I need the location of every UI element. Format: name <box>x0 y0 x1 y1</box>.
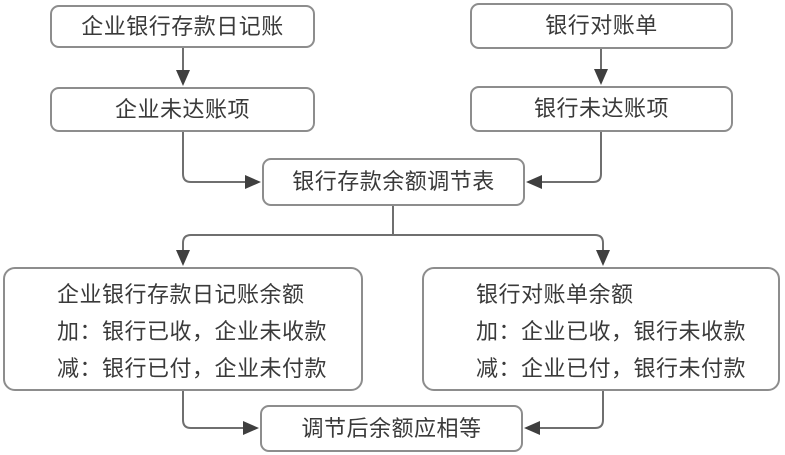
node-enterprise-bank-journal: 企业银行存款日记账 <box>50 5 315 48</box>
node-bank-reconciliation-table: 银行存款余额调节表 <box>262 158 525 206</box>
connector-journal-balance-to-equal <box>182 391 244 429</box>
arrowhead-down-journal-balance <box>176 250 190 266</box>
statement-balance-minus-line: 减：企业已付，银行未付款 <box>476 356 747 381</box>
journal-balance-minus-line: 减：银行已付，企业未付款 <box>57 356 328 381</box>
node-label: 企业未达账项 <box>114 96 250 122</box>
node-label: 企业银行存款日记账 <box>81 13 284 39</box>
arrowhead-left-into-equal <box>524 421 540 435</box>
arrowhead-right-into-table <box>245 175 261 189</box>
node-adjusted-balances-equal: 调节后余额应相等 <box>260 405 523 452</box>
node-statement-balance-adjustment: 银行对账单余额 加：企业已收，银行未收款 减：企业已付，银行未付款 <box>422 267 780 391</box>
node-label: 银行未达账项 <box>533 96 669 121</box>
node-journal-balance-adjustment: 企业银行存款日记账余额 加：银行已收，企业未收款 减：银行已付，企业未付款 <box>3 267 363 391</box>
arrowhead-right-into-equal <box>243 421 259 435</box>
node-label: 调节后余额应相等 <box>301 415 482 441</box>
connector-table-split <box>182 234 604 251</box>
arrowhead-down-bank-outstanding <box>594 69 608 85</box>
statement-balance-add-line: 加：企业已收，银行未收款 <box>476 319 747 344</box>
journal-balance-add-line: 加：银行已收，企业未收款 <box>57 319 328 344</box>
journal-balance-title: 企业银行存款日记账余额 <box>57 282 305 307</box>
arrowhead-down-statement-balance <box>596 250 610 266</box>
connector-statement-balance-to-equal <box>540 391 604 429</box>
statement-balance-title: 银行对账单余额 <box>476 282 634 307</box>
connector-enterprise-outstanding-to-table <box>182 132 246 183</box>
arrowhead-left-into-table <box>526 175 542 189</box>
arrowhead-down-enterprise-outstanding <box>176 70 190 86</box>
node-label: 银行存款余额调节表 <box>292 169 495 194</box>
connector-bank-outstanding-to-table <box>542 132 602 183</box>
node-bank-statement: 银行对账单 <box>470 3 733 49</box>
node-bank-outstanding-items: 银行未达账项 <box>470 86 733 132</box>
node-label: 银行对账单 <box>545 13 658 38</box>
node-enterprise-outstanding-items: 企业未达账项 <box>50 87 315 132</box>
